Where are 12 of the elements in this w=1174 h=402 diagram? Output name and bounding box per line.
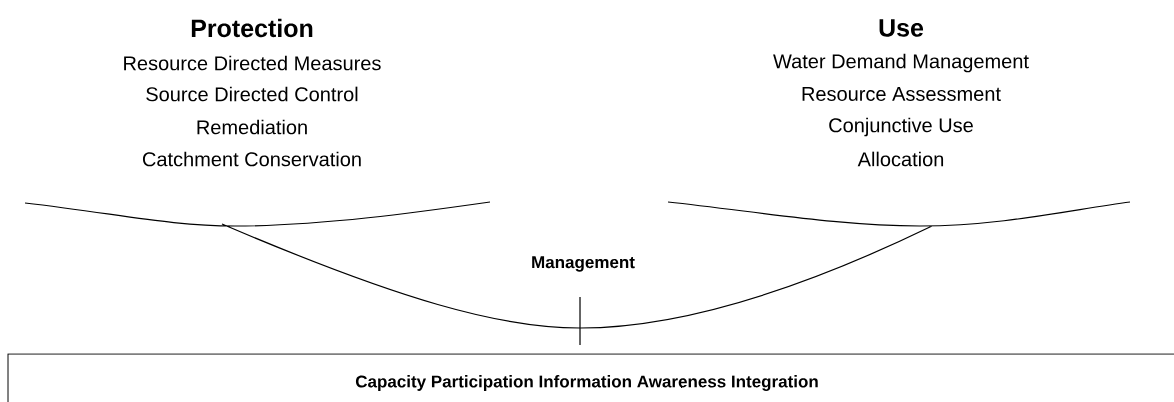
column-heading: Protection — [191, 18, 313, 38]
list-item: Remediation — [197, 119, 307, 135]
list-item: Resource Directed Measures — [124, 55, 381, 71]
text-box: Capacity Participation Information Awareness Integration — [7, 353, 1174, 402]
column-heading: Use — [879, 19, 924, 37]
list-item: Resource Assessment — [802, 87, 1001, 101]
stage-label: Management — [532, 256, 635, 272]
list-item: Source Directed Control — [146, 86, 358, 102]
list-item: Conjunctive Use — [829, 117, 973, 137]
list-item: Catchment Conservation — [142, 151, 361, 167]
list-item: Water Demand Management — [773, 53, 1029, 73]
list-item: Allocation — [857, 151, 944, 167]
